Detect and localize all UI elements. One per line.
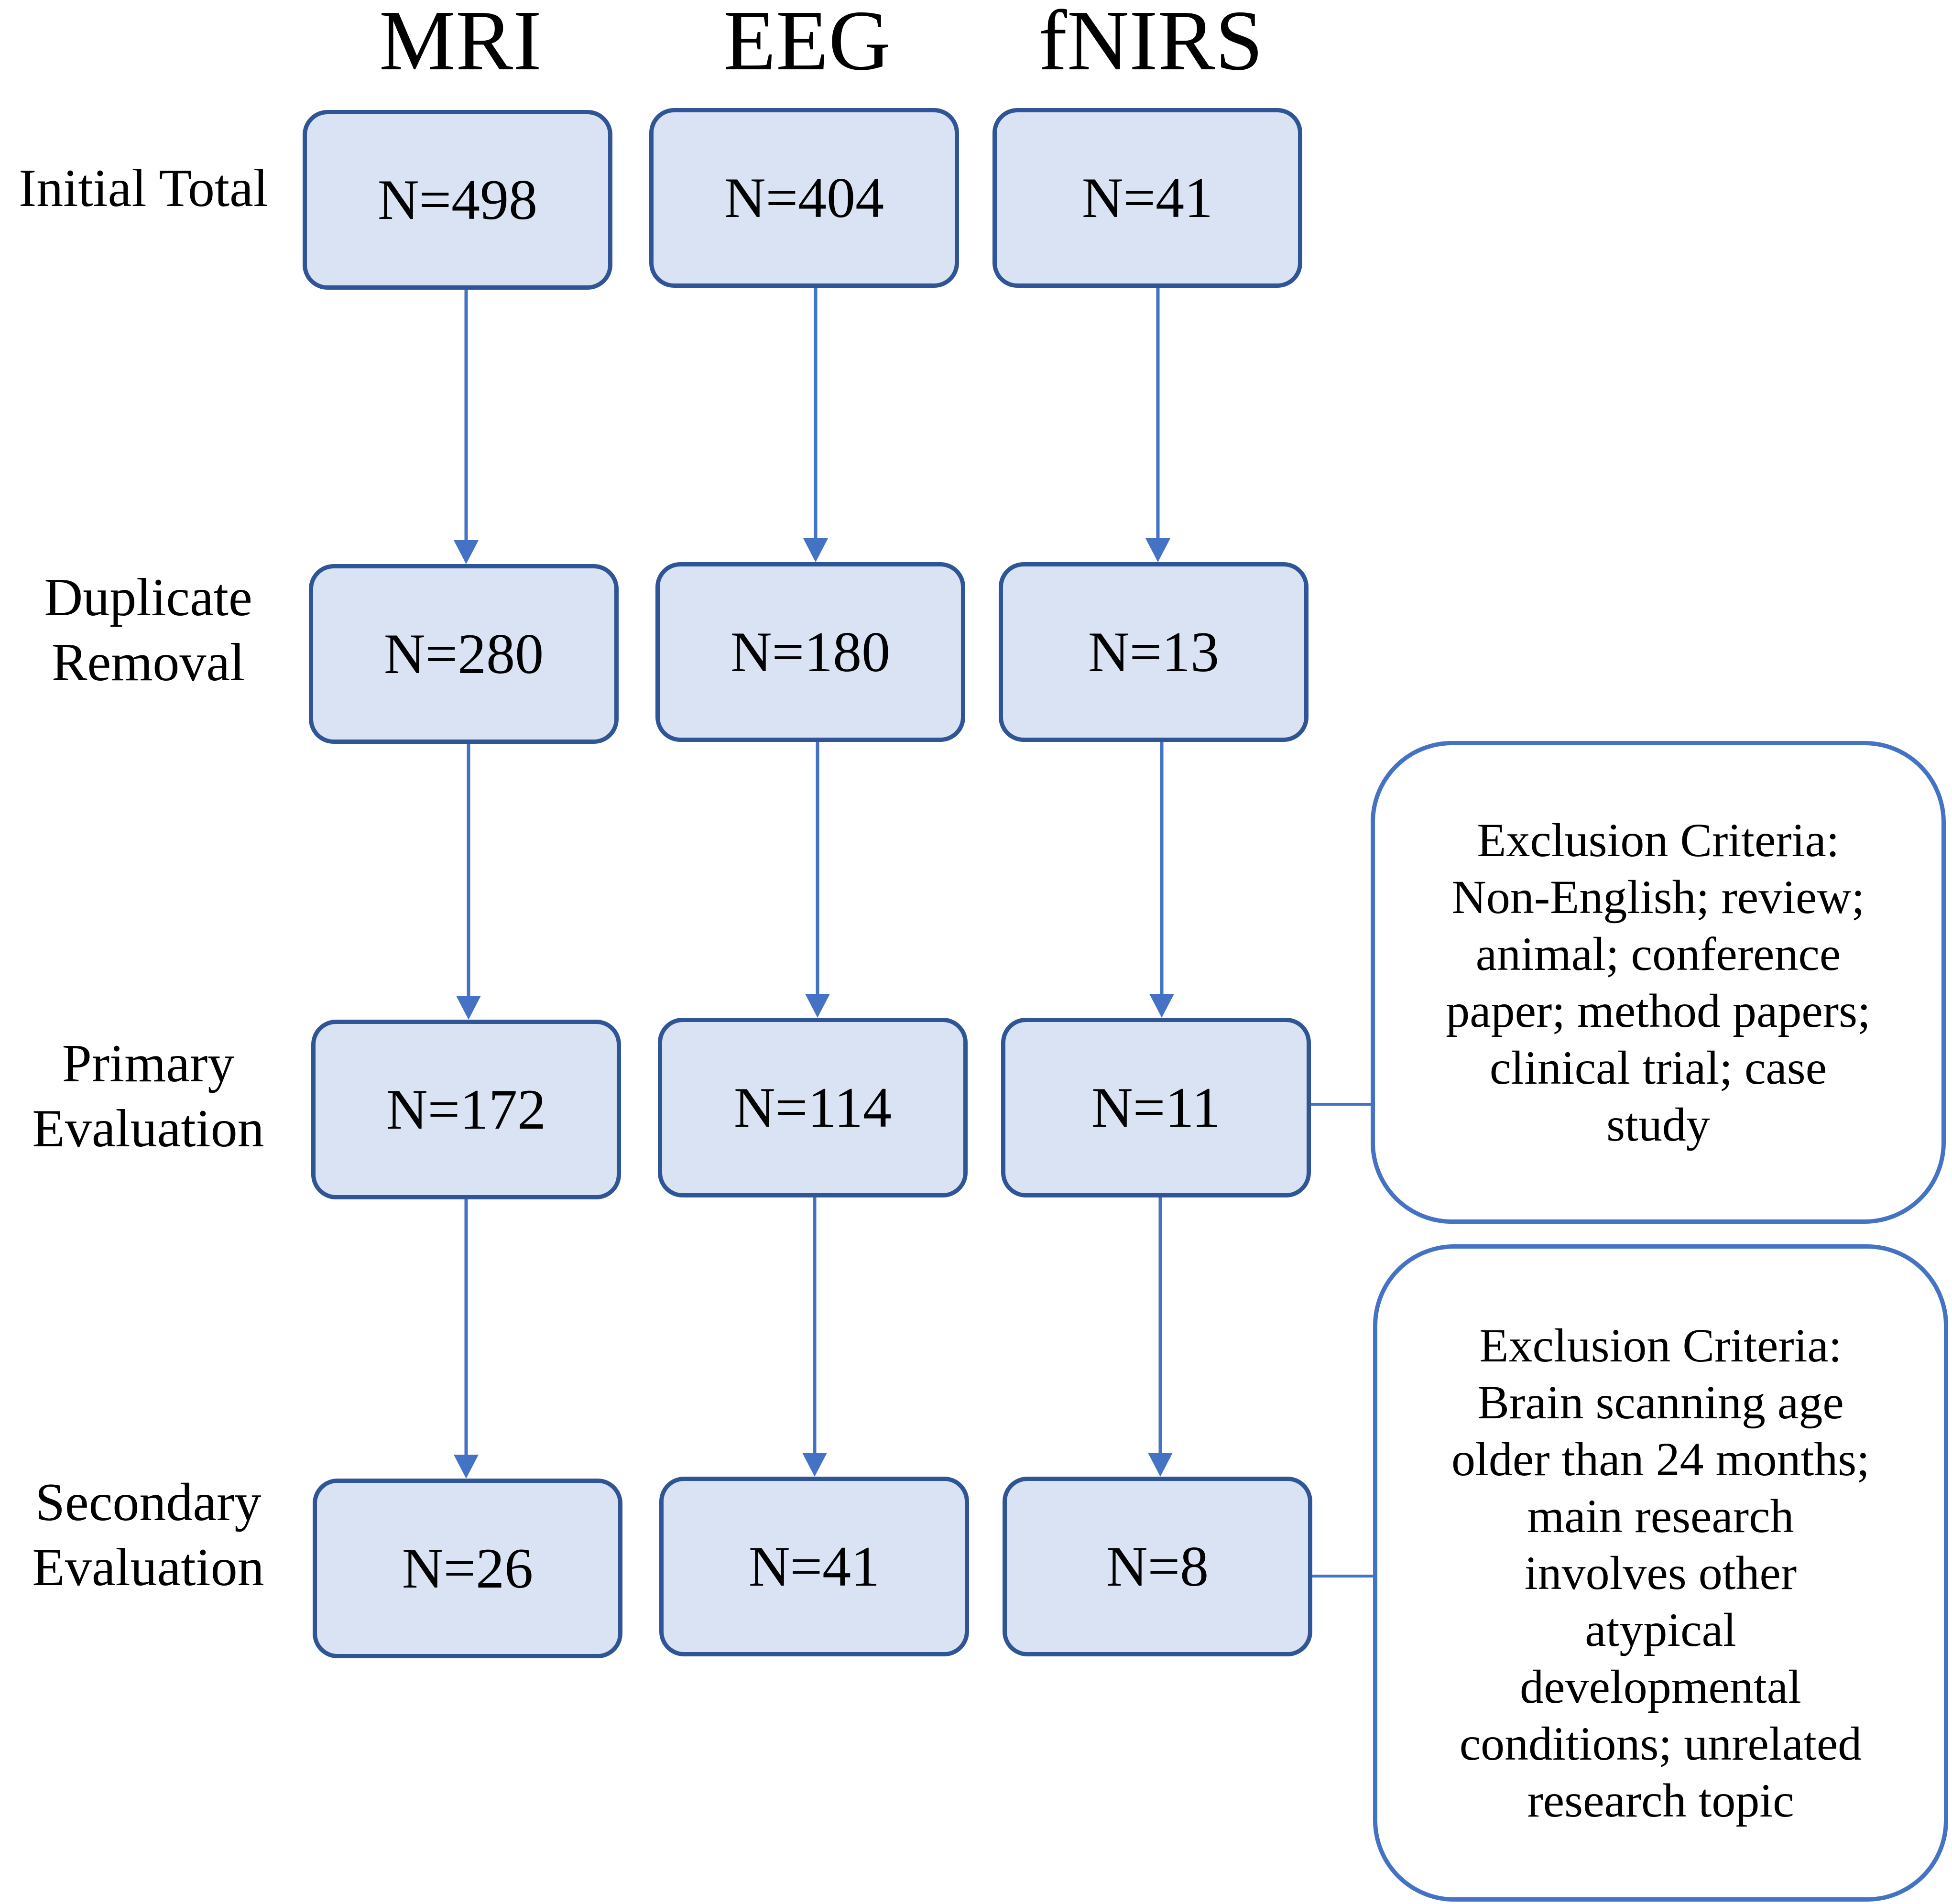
arrow-mri-2-head — [456, 996, 481, 1020]
exclusion-criteria-primary: Exclusion Criteria: Non-English; review;… — [1371, 741, 1946, 1224]
count-box-eeg-initial: N=404 — [649, 108, 959, 288]
exclusion-line: animal; conference — [1475, 927, 1841, 980]
count-box-eeg-duplicate: N=180 — [655, 562, 965, 742]
count-box-fnirs-primary: N=11 — [1001, 1018, 1311, 1197]
count-box-eeg-primary: N=114 — [658, 1018, 968, 1197]
row-label-secondary-evaluation: Secondary Evaluation — [0, 1470, 296, 1600]
row-label-duplicate-removal: Duplicate Removal — [0, 565, 296, 695]
column-header-fnirs: fNIRS — [1038, 0, 1264, 88]
row-label-line: Initial Total — [19, 159, 268, 218]
exclusion-line: paper; method papers; — [1446, 984, 1871, 1037]
arrow-mri-1-head — [454, 540, 479, 564]
count-box-fnirs-duplicate: N=13 — [999, 562, 1309, 742]
row-label-line: Removal — [51, 633, 245, 692]
exclusion-line: developmental — [1520, 1660, 1801, 1713]
row-label-line: Evaluation — [32, 1538, 264, 1597]
row-label-line: Primary — [62, 1034, 235, 1093]
exclusion-line: study — [1606, 1098, 1710, 1151]
arrow-fnirs-1-head — [1145, 538, 1170, 562]
column-header-eeg: EEG — [723, 0, 891, 88]
exclusion-line: older than 24 months; — [1451, 1433, 1870, 1486]
exclusion-line: clinical trial; case — [1489, 1041, 1827, 1094]
row-label-line: Evaluation — [32, 1099, 264, 1158]
exclusion-line: research topic — [1527, 1774, 1794, 1827]
exclusion-line: Non-English; review; — [1451, 870, 1865, 924]
row-label-line: Duplicate — [44, 568, 252, 627]
row-label-primary-evaluation: Primary Evaluation — [0, 1031, 296, 1161]
count-box-mri-duplicate: N=280 — [309, 564, 619, 744]
arrow-eeg-2-head — [805, 994, 830, 1018]
exclusion-line: Exclusion Criteria: — [1477, 814, 1840, 867]
count-box-fnirs-secondary: N=8 — [1003, 1477, 1312, 1656]
count-box-eeg-secondary: N=41 — [659, 1477, 969, 1656]
exclusion-line: atypical — [1585, 1603, 1736, 1656]
count-box-mri-initial: N=498 — [303, 110, 612, 290]
exclusion-line: Exclusion Criteria: — [1479, 1319, 1842, 1372]
arrow-eeg-1-head — [803, 538, 828, 562]
arrow-fnirs-2-head — [1149, 994, 1174, 1018]
arrow-eeg-3-head — [802, 1453, 827, 1477]
arrow-fnirs-3-head — [1148, 1453, 1173, 1477]
exclusion-line: main research — [1527, 1490, 1794, 1543]
exclusion-criteria-secondary: Exclusion Criteria: Brain scanning age o… — [1373, 1244, 1948, 1902]
count-box-mri-secondary: N=26 — [313, 1479, 622, 1658]
exclusion-line: Brain scanning age — [1477, 1376, 1844, 1429]
column-header-mri: MRI — [379, 0, 542, 88]
count-box-mri-primary: N=172 — [311, 1020, 621, 1199]
exclusion-line: involves other — [1524, 1546, 1797, 1599]
row-label-line: Secondary — [35, 1473, 262, 1532]
count-box-fnirs-initial: N=41 — [992, 108, 1302, 288]
arrow-mri-3-head — [454, 1455, 479, 1479]
row-label-initial-total: Initial Total — [0, 156, 292, 221]
exclusion-line: conditions; unrelated — [1459, 1717, 1862, 1770]
